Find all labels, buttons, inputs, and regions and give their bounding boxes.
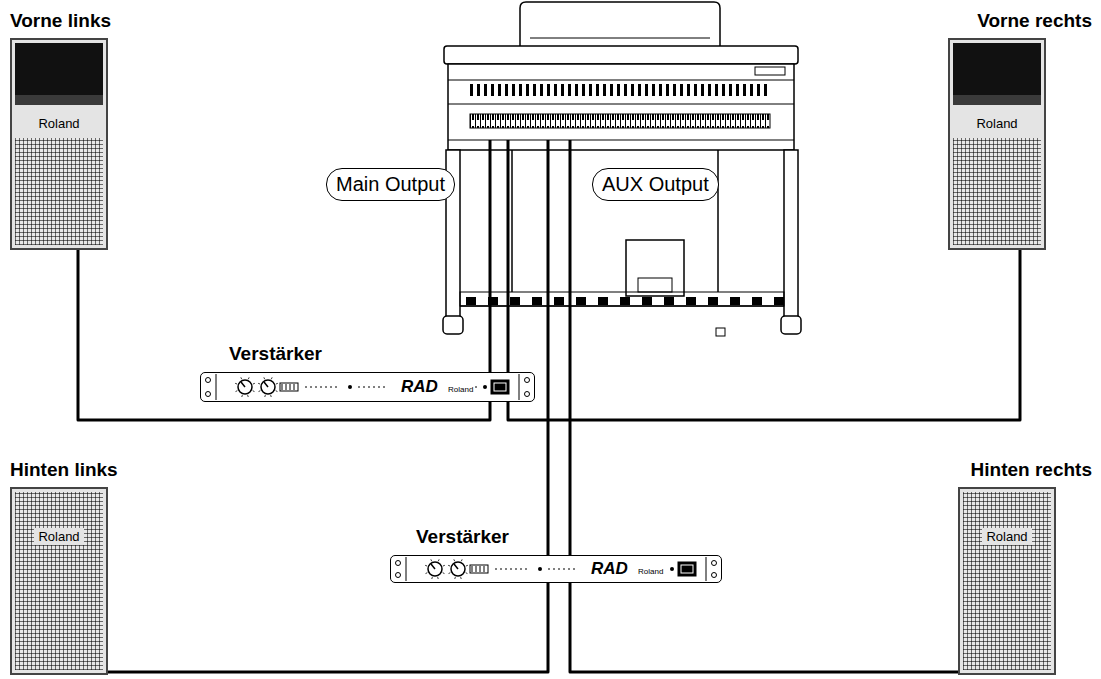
amplifier-panel xyxy=(390,555,722,583)
brand-label: Roland xyxy=(972,115,1021,132)
organ-leg xyxy=(784,150,798,322)
keyboard xyxy=(470,114,770,128)
speaker-heading: Hinten links xyxy=(10,459,118,480)
speaker-cable xyxy=(570,583,958,672)
speaker-heading: Verstärker xyxy=(229,343,322,364)
output-label: Main Output xyxy=(326,168,455,201)
speaker-cable xyxy=(108,583,548,672)
amplifier: VerstärkerRADRoland xyxy=(390,555,722,583)
organ-lid xyxy=(444,46,798,64)
speaker-heading: Vorne links xyxy=(10,10,111,31)
brand-label: RAD xyxy=(399,377,440,396)
main-cable xyxy=(507,140,510,373)
expression-pedal xyxy=(626,240,684,296)
aux-cable xyxy=(569,140,572,556)
brand-label: RAD xyxy=(589,559,630,578)
brand-label: Roland xyxy=(34,115,83,132)
brand-label: Roland xyxy=(637,567,664,576)
organ-foot xyxy=(781,316,801,334)
speaker-grille xyxy=(15,138,103,245)
output-name: AUX Output xyxy=(602,173,709,195)
speaker-grille xyxy=(15,492,103,670)
brand-label: Roland xyxy=(34,528,83,545)
organ-panel xyxy=(448,64,794,150)
speaker-grille xyxy=(963,492,1051,670)
amplifier: VerstärkerRADRoland xyxy=(200,372,535,402)
speaker-cover xyxy=(15,43,103,105)
output-label: AUX Output xyxy=(592,168,719,201)
brand-label: Roland xyxy=(447,385,474,394)
speaker-heading: Verstärker xyxy=(416,526,509,547)
organ-foot xyxy=(443,316,463,334)
brand-label: Roland xyxy=(982,528,1031,545)
speaker-grille xyxy=(953,138,1041,245)
speaker-heading: Vorne rechts xyxy=(977,10,1092,31)
speaker-box: Vorne linksRoland xyxy=(10,38,108,250)
stop-tabs xyxy=(470,84,770,96)
output-name: Main Output xyxy=(336,173,445,195)
cables xyxy=(490,140,570,556)
speaker-cable xyxy=(508,250,1020,420)
main-cable xyxy=(489,140,492,373)
aux-cable xyxy=(547,140,550,556)
music-rest xyxy=(520,2,720,48)
amplifier-panel xyxy=(200,372,535,402)
speaker-box: Hinten rechtsRoland xyxy=(958,487,1056,675)
speaker-box: Hinten linksRoland xyxy=(10,487,108,675)
organ xyxy=(443,2,801,336)
speaker-cover xyxy=(953,43,1041,105)
speaker-heading: Hinten rechts xyxy=(971,459,1092,480)
speaker-box: Vorne rechtsRoland xyxy=(948,38,1046,250)
